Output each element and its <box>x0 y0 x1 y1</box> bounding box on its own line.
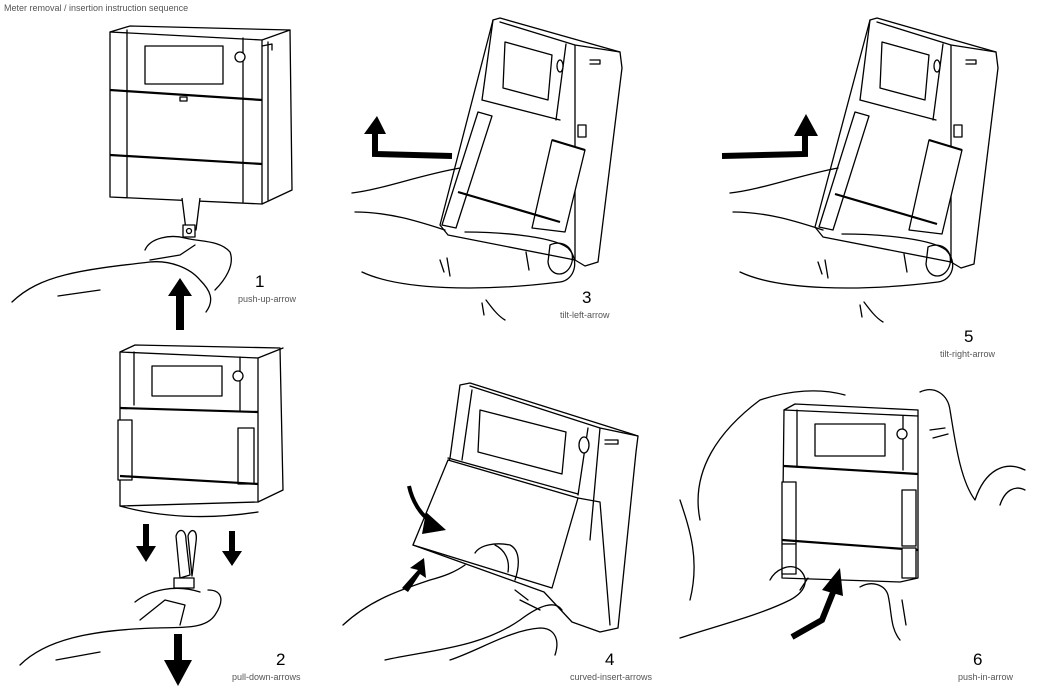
meter-device <box>117 344 284 518</box>
step-5-illustration <box>721 17 999 323</box>
meter-device <box>781 403 919 583</box>
meter-device <box>412 382 639 633</box>
step-number-3: 3 <box>582 288 592 307</box>
hand <box>19 587 222 666</box>
hand-front <box>679 499 907 641</box>
terminal-clip <box>181 197 201 238</box>
push-up-arrow <box>168 278 192 330</box>
step-number-2: 2 <box>276 650 286 669</box>
push-in-arrow <box>790 568 843 640</box>
hand <box>729 167 954 323</box>
step-number-1: 1 <box>255 272 265 291</box>
meter-device <box>439 17 623 267</box>
step-number-5: 5 <box>964 327 974 346</box>
hand-back <box>697 389 1026 521</box>
step-6-action-label: push-in-arrow <box>958 672 1014 682</box>
tilt-left-arrow <box>364 116 453 159</box>
step-number-6: 6 <box>973 650 983 669</box>
step-1-action-label: push-up-arrow <box>238 294 297 304</box>
step-4-action-label: curved-insert-arrows <box>570 672 653 682</box>
step-number-4: 4 <box>605 650 615 669</box>
curved-insert-arrows <box>402 485 446 592</box>
terminal-clip <box>173 529 197 589</box>
diagram-description: Meter removal / insertion instruction se… <box>4 3 189 13</box>
hand <box>351 167 576 321</box>
step-3-action-label: tilt-left-arrow <box>560 310 610 320</box>
step-1-illustration <box>11 25 293 330</box>
hand <box>11 235 232 313</box>
tilt-right-arrow <box>721 114 818 159</box>
meter-device <box>814 17 999 269</box>
step-2-action-label: pull-down-arrows <box>232 672 301 682</box>
step-5-action-label: tilt-right-arrow <box>940 349 996 359</box>
step-3-illustration <box>351 17 623 321</box>
step-2-illustration <box>19 344 284 686</box>
step-4-illustration <box>342 382 639 661</box>
step-6-illustration <box>679 389 1026 641</box>
hand <box>342 543 563 661</box>
pull-down-arrows <box>136 524 242 686</box>
meter-device <box>109 25 293 205</box>
